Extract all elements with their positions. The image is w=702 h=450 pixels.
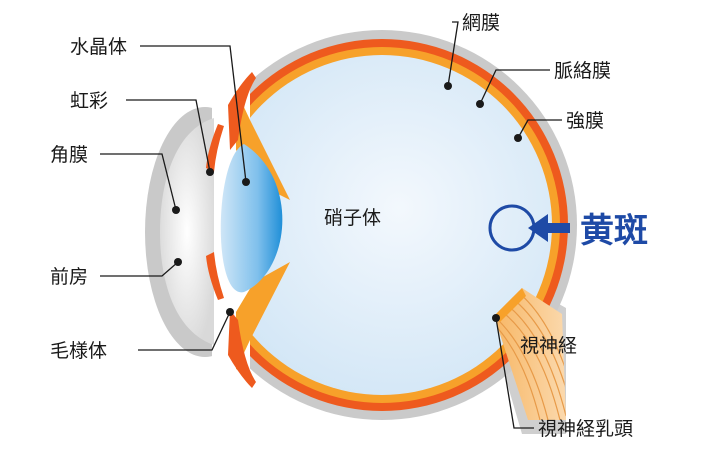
iris-bottom <box>206 252 224 300</box>
optic-nerve-fibers <box>494 291 566 420</box>
choroid-front-bottom <box>228 310 256 388</box>
leader-sclera <box>517 119 562 139</box>
label-anterior-chamber: 前房 <box>50 266 88 288</box>
label-cornea: 角膜 <box>50 144 88 166</box>
macula-arrow <box>528 214 570 242</box>
dot-choroid <box>476 100 484 108</box>
leader-cornea <box>100 153 177 211</box>
label-iris: 虹彩 <box>70 90 108 112</box>
leader-ciliary-body <box>138 311 231 351</box>
dot-lens <box>242 178 250 186</box>
label-sclera: 強膜 <box>566 110 604 132</box>
leader-anterior-chamber <box>100 261 179 277</box>
optic-disc-shape <box>494 288 526 322</box>
leader-lens <box>140 45 247 183</box>
leader-iris <box>126 99 211 173</box>
leader-choroid <box>479 69 550 105</box>
dot-retina <box>444 82 452 90</box>
ciliary-body-bottom <box>236 262 290 370</box>
label-choroid: 脈絡膜 <box>554 60 611 82</box>
label-crystalline-lens: 水晶体 <box>70 36 127 58</box>
lens-shape <box>220 144 283 293</box>
dot-iris <box>206 168 214 176</box>
choroid-front-top <box>228 72 256 150</box>
dot-cornea <box>172 206 180 214</box>
vitreous-body-shape <box>212 55 552 395</box>
dot-ciliary-body <box>226 308 234 316</box>
dot-anterior-chamber <box>174 258 182 266</box>
leader-optic-disc <box>495 317 534 429</box>
label-retina: 網膜 <box>462 12 500 34</box>
label-macula: 黄斑 <box>580 211 648 251</box>
iris-top <box>206 124 224 172</box>
label-ciliary-body: 毛様体 <box>50 340 107 362</box>
label-optic-disc: 視神経乳頭 <box>538 418 633 440</box>
dot-sclera <box>514 134 522 142</box>
cornea-inner <box>160 118 214 345</box>
label-vitreous-body: 硝子体 <box>324 207 381 229</box>
leader-retina <box>447 21 459 87</box>
label-optic-nerve: 視神経 <box>520 335 577 357</box>
dot-optic-disc <box>492 314 500 322</box>
